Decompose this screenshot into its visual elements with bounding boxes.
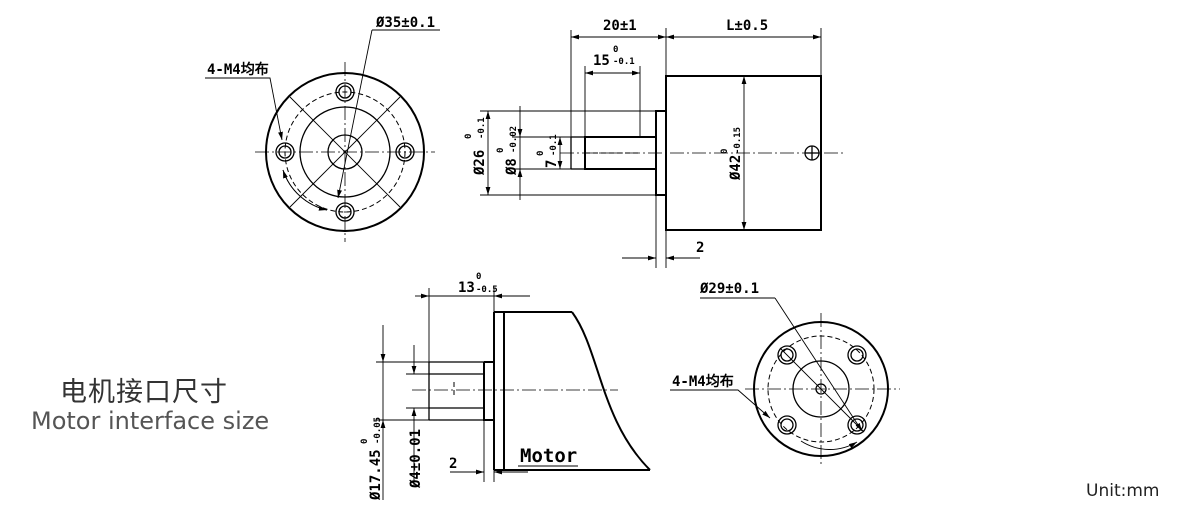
flat-width-label: 7 — [544, 160, 560, 168]
svg-text:0: 0 — [496, 148, 506, 153]
pilot-dia-label: Ø17.45 — [368, 449, 384, 501]
bore-dia-label: Ø4±0.01 — [408, 429, 424, 489]
shaft-dia-label: Ø8 — [504, 158, 520, 176]
outer-dia-label: Ø35±0.1 — [375, 15, 435, 31]
svg-text:0: 0 — [360, 439, 370, 444]
flat-length-label: 15 — [593, 53, 610, 69]
bore-depth-label: 13 — [458, 280, 475, 296]
svg-text:-0.05: -0.05 — [373, 417, 383, 444]
motor-label: Motor — [520, 445, 577, 467]
front-view-top: Ø35±0.1 4-M4均布 — [205, 15, 440, 242]
svg-text:0: 0 — [613, 45, 618, 55]
caption-title-en: Motor interface size — [31, 407, 270, 435]
side-view-top: 20±1 L±0.5 15 0 -0.1 Ø26 0 -0.1 Ø8 0 -0.… — [464, 18, 846, 268]
shaft-length-label: 20±1 — [603, 18, 637, 34]
svg-text:-0.1: -0.1 — [549, 134, 559, 156]
flange-thickness-label: 2 — [696, 240, 704, 256]
side-view-bottom: 13 0 -0.5 Ø17.45 0 -0.05 Ø4±0.01 2 Motor — [360, 272, 651, 501]
svg-text:-0.15: -0.15 — [733, 127, 743, 154]
mounting-hole — [847, 415, 867, 435]
svg-text:-0.1: -0.1 — [477, 117, 487, 139]
mounting-hole — [777, 415, 797, 435]
body-length-label: L±0.5 — [726, 18, 768, 34]
flange-thickness-label-bottom: 2 — [449, 456, 457, 472]
front-view-bottom: Ø29±0.1 4-M4均布 — [670, 281, 900, 465]
svg-text:-0.02: -0.02 — [509, 126, 519, 153]
pcd-label: Ø29±0.1 — [699, 281, 759, 297]
flange-dia-label: Ø26 — [472, 150, 488, 176]
mounting-hole — [847, 345, 867, 365]
svg-text:0: 0 — [536, 151, 546, 156]
mounting-hole — [777, 345, 797, 365]
holes-label-bottom: 4-M4均布 — [672, 373, 734, 390]
svg-text:0: 0 — [476, 272, 481, 282]
holes-label: 4-M4均布 — [207, 61, 269, 78]
svg-text:0: 0 — [720, 149, 730, 154]
svg-text:-0.1: -0.1 — [613, 57, 635, 67]
svg-text:0: 0 — [464, 134, 474, 139]
caption-title-cn: 电机接口尺寸 — [60, 377, 228, 408]
svg-text:-0.5: -0.5 — [476, 285, 498, 295]
unit-label: Unit:mm — [1086, 481, 1160, 501]
body-dia-label: Ø42 — [728, 155, 744, 181]
